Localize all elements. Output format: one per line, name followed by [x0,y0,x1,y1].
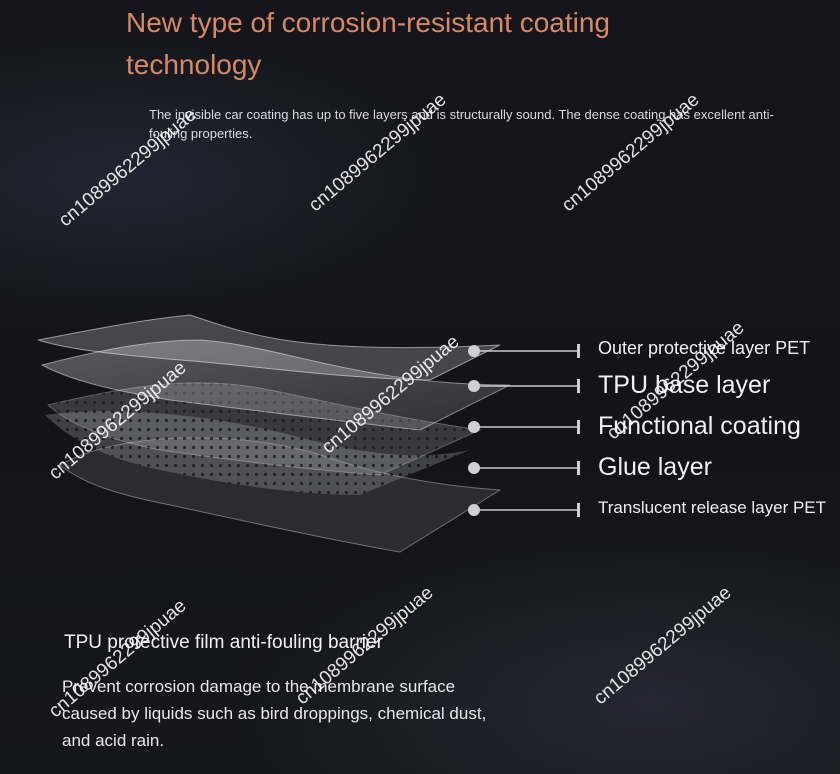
label-release-pet: Translucent release layer PET [598,498,827,517]
callout-body: Prevent corrosion damage to the membrane… [62,677,487,750]
layer-diagram [37,314,580,553]
label-functional-coating: Functional coating [598,412,801,440]
page-title: New type of corrosion-resistant coating … [126,7,610,80]
outer-pet-sheet [37,314,501,381]
connector-dots [468,345,480,516]
label-outer-pet: Outer protective layer PET [598,338,811,358]
tpu-base-sheet [40,339,511,431]
connector-lines [474,350,578,511]
connector-ticks [577,344,580,517]
functional-dots [48,382,480,475]
callout-title: TPU protective film anti-fouling barrier [64,632,383,653]
intro-text: The invisible car coating has up to five… [149,107,774,141]
label-glue-layer: Glue layer [598,453,712,481]
label-tpu-base: TPU base layer [598,371,771,399]
